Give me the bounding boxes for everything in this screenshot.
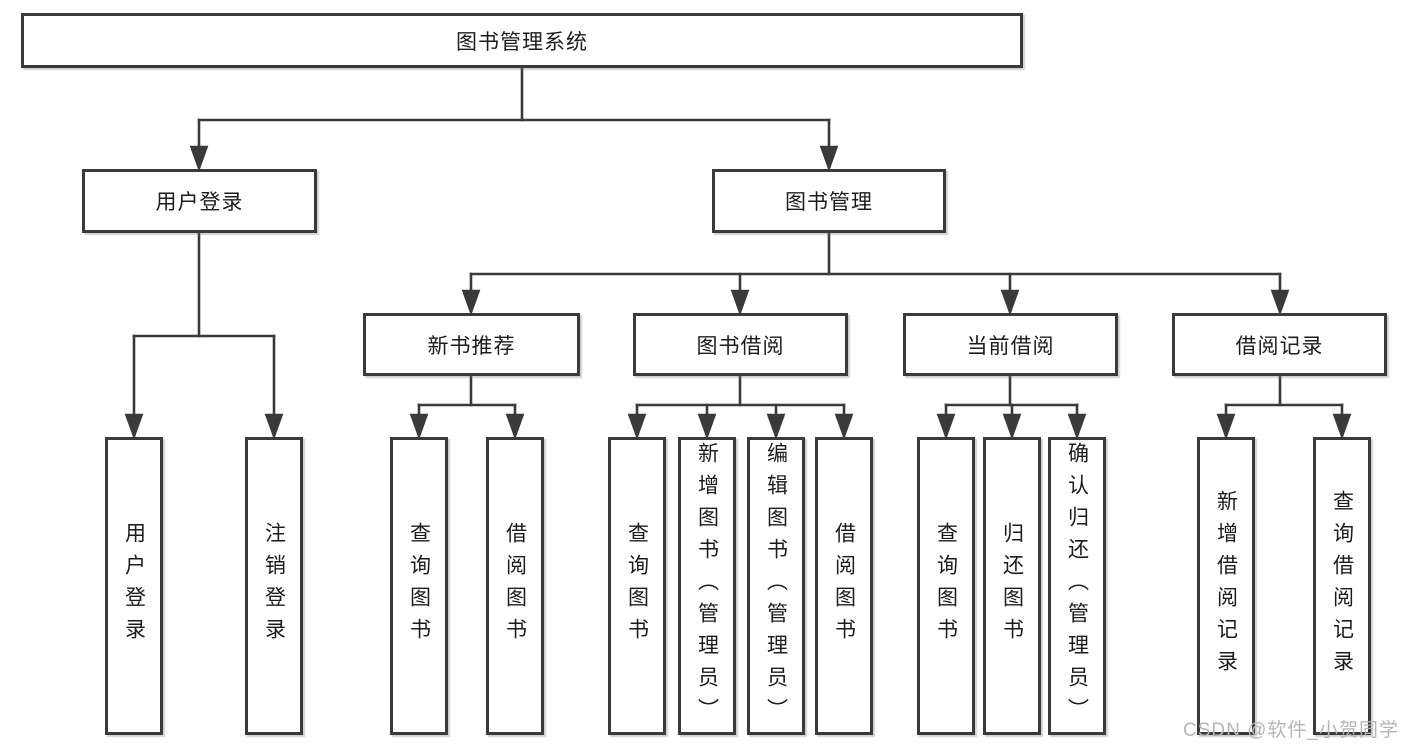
leaf-return-books-label: 归还图书: [1000, 522, 1024, 650]
connector-arrow-leaf-user-login: [124, 334, 144, 440]
node-book-management: 图书管理: [712, 169, 946, 233]
leaf-borrow-books-2-label: 借阅图书: [832, 522, 856, 650]
csdn-watermark: CSDN @软件_小贺同学: [1183, 720, 1399, 741]
connector-arrow-borrowing-records: [1270, 272, 1290, 316]
connector-arrow-confirm-return: [1067, 403, 1087, 440]
connector-arrow-book-borrowing: [730, 272, 750, 316]
connector-arrow-leaf-logout: [264, 334, 284, 440]
connector-arrow-edit-books: [766, 403, 786, 440]
leaf-edit-books-admin: 编辑图书（管理员）: [747, 437, 805, 735]
connector-arrow-new-book-recommend: [461, 272, 481, 316]
leaf-confirm-return-admin: 确认归还（管理员）: [1048, 437, 1106, 735]
connector-arrow-borrow-books-2: [834, 403, 854, 440]
connector-arrow-query-borrow-record: [1332, 403, 1352, 440]
leaf-borrow-books-2: 借阅图书: [815, 437, 873, 735]
leaf-return-books: 归还图书: [983, 437, 1041, 735]
node-book-borrowing-label: 图书借阅: [696, 334, 785, 358]
node-user-login: 用户登录: [82, 169, 317, 233]
leaf-query-books-2: 查询图书: [608, 437, 666, 735]
leaf-query-borrow-record: 查询借阅记录: [1313, 437, 1371, 735]
connector-arrow-query-books-3: [936, 403, 956, 440]
node-new-book-recommend-label: 新书推荐: [427, 334, 516, 358]
connector-arrow-add-borrow-record: [1216, 403, 1236, 440]
node-new-book-recommend: 新书推荐: [363, 313, 580, 376]
node-current-borrowing-label: 当前借阅: [966, 334, 1055, 358]
leaf-query-books-1: 查询图书: [390, 437, 448, 735]
leaf-query-borrow-record-label: 查询借阅记录: [1330, 490, 1354, 682]
node-library-management-system-label: 图书管理系统: [456, 30, 588, 54]
connector-arrow-query-books-1: [409, 403, 429, 440]
connector-arrow-add-books: [697, 403, 717, 440]
leaf-query-books-3: 查询图书: [917, 437, 975, 735]
leaf-add-books-admin: 新增图书（管理员）: [678, 437, 736, 735]
leaf-borrow-books-1-label: 借阅图书: [503, 522, 527, 650]
leaf-add-borrow-record: 新增借阅记录: [1197, 437, 1255, 735]
leaf-add-borrow-record-label: 新增借阅记录: [1214, 490, 1238, 682]
leaf-query-books-3-label: 查询图书: [934, 522, 958, 650]
connector-book-management-stem: [469, 231, 1282, 276]
node-user-login-label: 用户登录: [155, 191, 244, 214]
connector-arrow-current-borrowing: [1000, 272, 1020, 316]
leaf-logout-login-label: 注销登录: [262, 522, 286, 650]
connector-arrow-return-books: [1002, 403, 1022, 440]
connector-arrow-user-login: [189, 118, 209, 172]
leaf-query-books-1-label: 查询图书: [407, 522, 431, 650]
node-borrowing-records: 借阅记录: [1172, 313, 1387, 376]
leaf-borrow-books-1: 借阅图书: [486, 437, 544, 735]
leaf-logout-login: 注销登录: [245, 437, 303, 735]
node-library-management-system: 图书管理系统: [21, 13, 1023, 68]
node-borrowing-records-label: 借阅记录: [1235, 334, 1324, 358]
leaf-confirm-return-admin-label: 确认归还（管理员）: [1065, 442, 1089, 730]
node-book-management-label: 图书管理: [785, 191, 873, 214]
connector-arrow-book-management: [819, 118, 839, 172]
connector-borrowing-records-stem: [1224, 374, 1344, 407]
connector-arrow-query-books-2: [627, 403, 647, 440]
leaf-query-books-2-label: 查询图书: [625, 522, 649, 650]
leaf-user-login-label: 用户登录: [122, 522, 146, 650]
connector-current-borrowing-stem: [944, 374, 1079, 407]
leaf-add-books-admin-label: 新增图书（管理员）: [695, 442, 719, 730]
connector-arrow-borrow-books-1: [505, 403, 525, 440]
connector-user-login-stem: [132, 231, 276, 338]
connector-book-borrowing-stem: [635, 374, 846, 407]
connector-new-book-recommend-stem: [417, 374, 517, 407]
leaf-user-login: 用户登录: [105, 437, 163, 735]
node-book-borrowing: 图书借阅: [633, 313, 848, 376]
connector-root-stem: [197, 66, 831, 122]
leaf-edit-books-admin-label: 编辑图书（管理员）: [764, 442, 788, 730]
node-current-borrowing: 当前借阅: [903, 313, 1118, 376]
